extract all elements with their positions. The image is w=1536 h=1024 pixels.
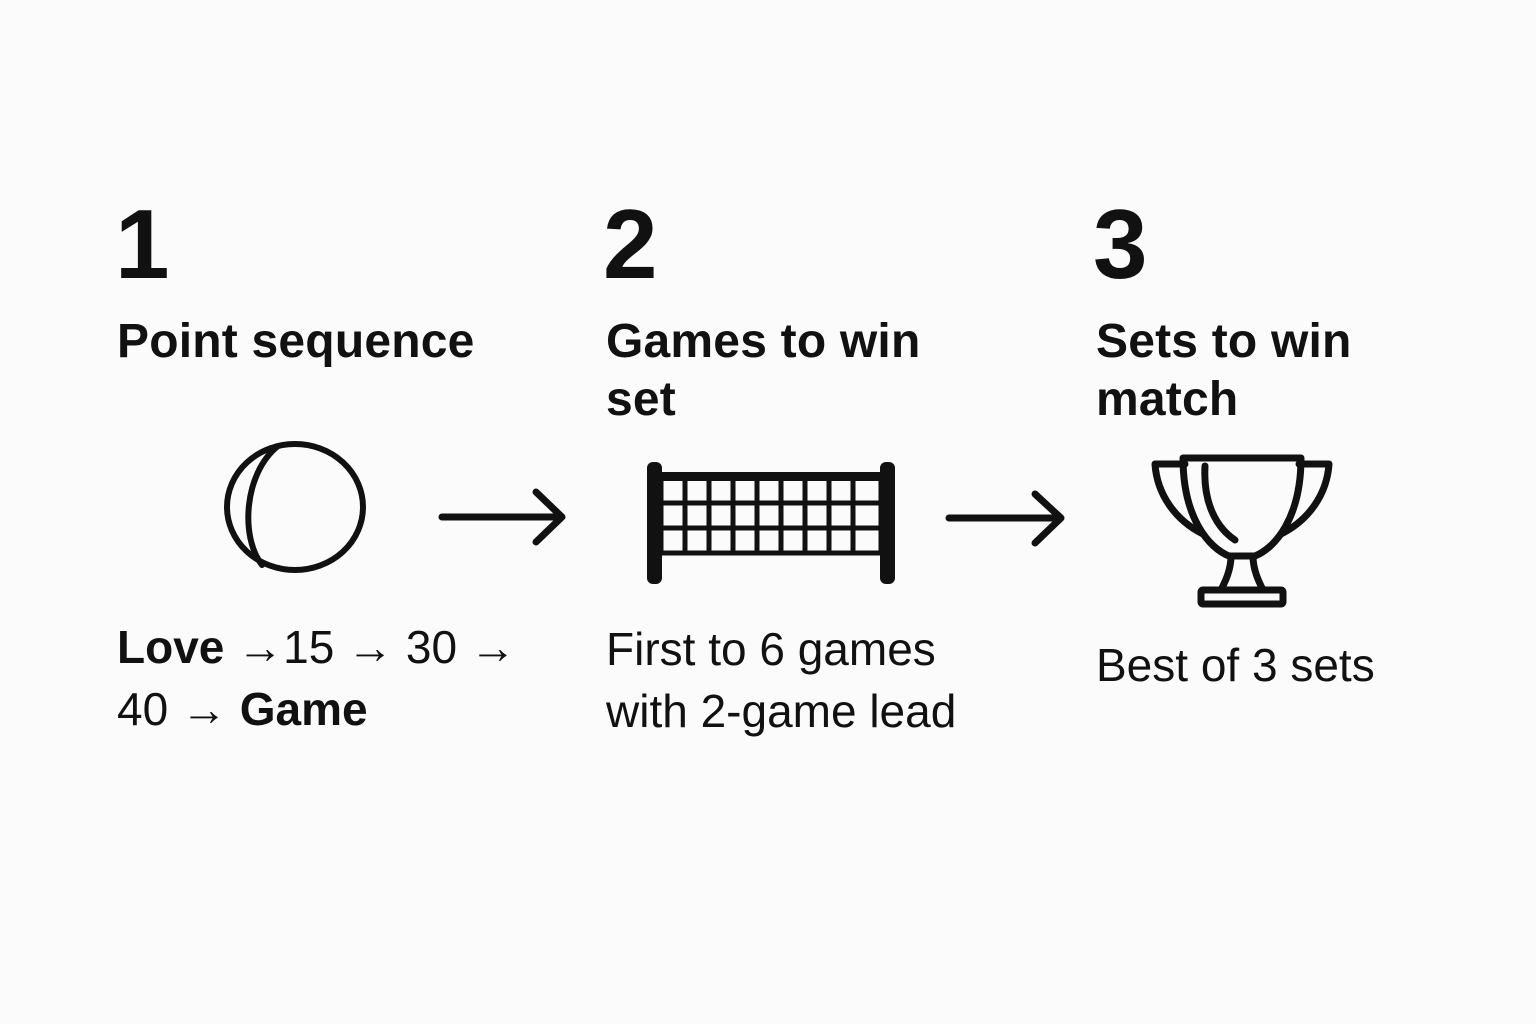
arrow-right-icon (438, 486, 570, 548)
games-rule-text: First to 6 games with 2-game lead (606, 618, 956, 742)
score-game: Game (239, 683, 368, 735)
point-sequence-text: Love →15 → 30 → 40 → Game (117, 616, 516, 740)
tennis-ball-icon (222, 441, 368, 575)
seq-arrow: → (237, 621, 284, 673)
step-title-3-line2: match (1096, 373, 1239, 426)
seq-arrow: → (469, 621, 516, 673)
step-title-1: Point sequence (117, 315, 475, 368)
sets-rule-text: Best of 3 sets (1096, 639, 1375, 691)
games-rule-line1: First to 6 games (606, 623, 936, 675)
score-40: 40 (117, 683, 169, 735)
step-title-2-line1: Games to win (606, 315, 921, 368)
step-title-2: Games to win set (606, 313, 920, 429)
score-30: 30 (405, 621, 458, 673)
score-love: Love (117, 621, 225, 673)
score-15: 15 (283, 621, 335, 673)
step-number-1: 1 (115, 189, 170, 299)
seq-arrow: → (180, 683, 227, 735)
seq-arrow: → (347, 621, 394, 673)
trophy-icon (1145, 452, 1339, 612)
arrow-right-icon (945, 488, 1069, 550)
step-title-3-line1: Sets to win (1096, 315, 1352, 368)
step-number-3: 3 (1093, 189, 1148, 299)
step-number-2: 2 (603, 189, 658, 299)
tennis-net-icon (644, 458, 900, 588)
step-title-2-line2: set (606, 373, 676, 426)
step-title-3: Sets to win match (1096, 313, 1352, 429)
games-rule-line2: with 2-game lead (606, 685, 957, 737)
